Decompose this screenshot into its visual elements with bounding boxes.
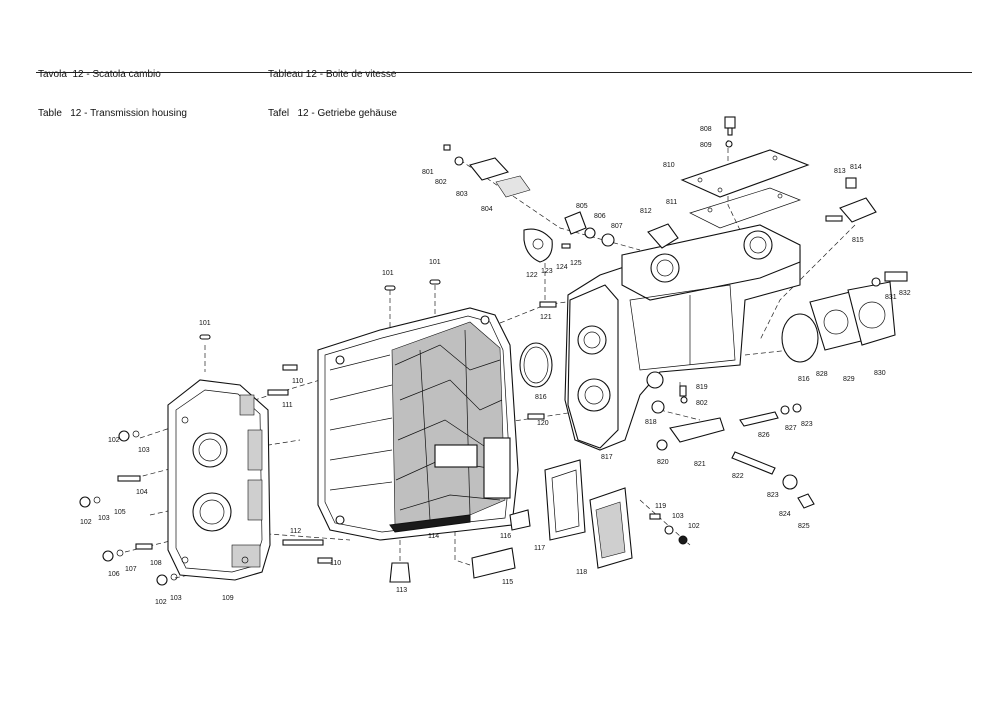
callout-109: 109 <box>222 595 234 602</box>
callout-830: 830 <box>874 370 886 377</box>
callout-107: 107 <box>125 566 137 573</box>
callout-806: 806 <box>594 213 606 220</box>
callout-124: 124 <box>556 264 568 271</box>
callout-120: 120 <box>537 420 549 427</box>
callout-104: 104 <box>136 489 148 496</box>
callout-801: 801 <box>422 169 434 176</box>
callout-803: 803 <box>456 191 468 198</box>
title-block-left: Tavola 12 - Scatola cambio Table 12 - Tr… <box>38 42 187 133</box>
callout-802: 802 <box>435 179 447 186</box>
callout-108: 108 <box>150 560 162 567</box>
rear-housing-817 <box>564 224 801 451</box>
callout-101: 101 <box>382 270 394 277</box>
callout-110: 110 <box>292 378 303 385</box>
callout-106: 106 <box>108 571 120 578</box>
callout-101: 101 <box>429 259 441 266</box>
callout-829: 829 <box>843 376 855 383</box>
callout-821: 821 <box>694 461 706 468</box>
title-italian: Tavola 12 - Scatola cambio <box>38 69 161 80</box>
callout-820: 820 <box>657 459 669 466</box>
callout-812: 812 <box>640 208 652 215</box>
callout-822: 822 <box>732 473 744 480</box>
callout-814: 814 <box>850 164 862 171</box>
callout-809: 809 <box>700 142 712 149</box>
callout-101: 101 <box>199 320 211 327</box>
callout-102: 102 <box>80 519 92 526</box>
title-block-right: Tableau 12 - Boite de vitesse Tafel 12 -… <box>268 42 397 133</box>
callout-805: 805 <box>576 203 588 210</box>
callout-828: 828 <box>816 371 828 378</box>
callout-102: 102 <box>688 523 700 530</box>
callout-119: 119 <box>655 503 666 510</box>
callout-802: 802 <box>696 400 708 407</box>
cover-plate-810 <box>680 149 810 229</box>
callout-125: 125 <box>570 260 582 267</box>
callout-102: 102 <box>155 599 167 606</box>
callout-labels: 101 101 101 102 102 102 102 103 103 103 … <box>80 126 911 606</box>
callout-823: 823 <box>801 421 813 428</box>
callout-103: 103 <box>98 515 110 522</box>
title-german: Tafel 12 - Getriebe gehäuse <box>268 108 397 119</box>
callout-823: 823 <box>767 492 779 499</box>
header-rule <box>36 72 972 73</box>
title-english: Table 12 - Transmission housing <box>38 108 187 119</box>
callout-115: 115 <box>502 579 513 586</box>
main-housing-114 <box>317 307 519 541</box>
callout-111: 111 <box>282 402 293 409</box>
callout-807: 807 <box>611 223 623 230</box>
callout-810: 810 <box>663 162 675 169</box>
callout-122: 122 <box>526 272 538 279</box>
callout-121: 121 <box>540 314 552 321</box>
callout-818: 818 <box>645 419 657 426</box>
callout-831: 831 <box>885 294 897 301</box>
callout-824: 824 <box>779 511 791 518</box>
callout-103: 103 <box>138 447 150 454</box>
callout-103: 103 <box>672 513 684 520</box>
callout-816: 816 <box>535 394 547 401</box>
callout-123: 123 <box>541 268 553 275</box>
callout-117: 117 <box>534 545 545 552</box>
callout-103: 103 <box>170 595 182 602</box>
callout-811: 811 <box>666 199 677 206</box>
callout-113: 113 <box>396 587 407 594</box>
callout-808: 808 <box>700 126 712 133</box>
callout-114: 114 <box>428 533 439 540</box>
callout-826: 826 <box>758 432 770 439</box>
callout-827: 827 <box>785 425 797 432</box>
small-parts <box>79 116 908 586</box>
callout-110: 110 <box>330 560 341 567</box>
callout-832: 832 <box>899 290 911 297</box>
callout-116: 116 <box>500 533 511 540</box>
callout-105: 105 <box>114 509 126 516</box>
callout-817: 817 <box>601 454 613 461</box>
title-french: Tableau 12 - Boite de vitesse <box>268 69 397 80</box>
callout-813: 813 <box>834 168 846 175</box>
callout-815: 815 <box>852 237 864 244</box>
callout-804: 804 <box>481 206 493 213</box>
callout-825: 825 <box>798 523 810 530</box>
callout-118: 118 <box>576 569 587 576</box>
callout-816: 816 <box>798 376 810 383</box>
callout-102: 102 <box>108 437 120 444</box>
callout-819: 819 <box>696 384 708 391</box>
end-cover-109 <box>167 379 271 581</box>
callout-112: 112 <box>290 528 301 535</box>
